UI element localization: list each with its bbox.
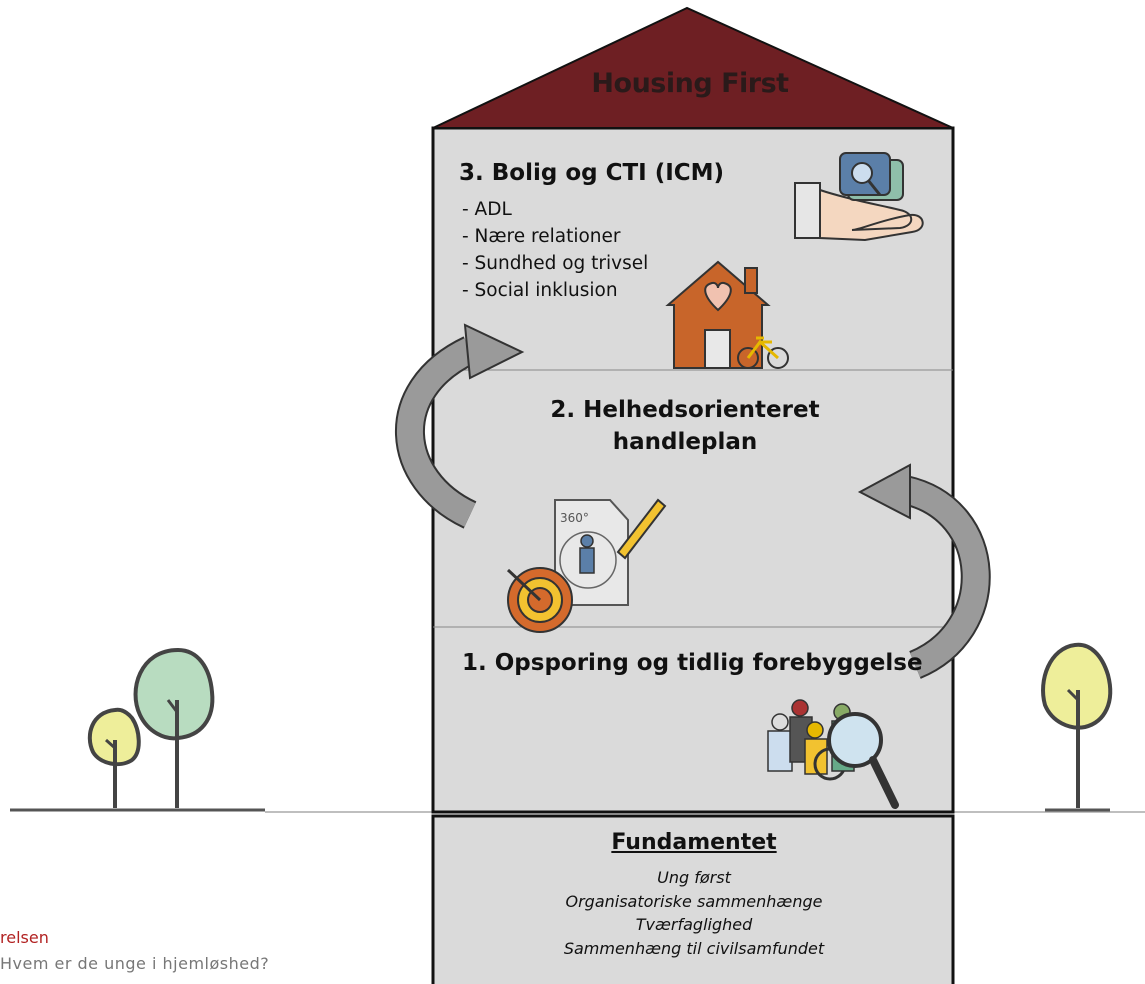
roof [432,6,954,129]
bicycle-icon [737,336,789,369]
footer-subtitle: Hvem er de unge i hjemløshed? [0,954,270,973]
list-item: - ADL [462,199,512,220]
footer-org-text: relsen [0,928,49,947]
roof-title: Housing First [591,68,789,99]
section1-title: 1. Opsporing og tidlig forebyggelse [462,650,923,676]
list-item: Organisatoriske sammenhænge [565,891,823,911]
people-magnifier-icon [767,699,899,809]
section2-title-line1: 2. Helhedsorienteret [550,397,820,423]
arrow-up-left [394,323,525,529]
hand-with-gears-icon [794,152,924,242]
list-item: - Social inklusion [462,280,618,301]
foundation-list: Ung først Organisatoriske sammenhænge Tv… [435,866,953,960]
section2-title-line2: handleplan [612,429,758,455]
section3-list: - ADL - Nære relationer - Sundhed og tri… [462,196,648,304]
tree-icon [87,707,141,808]
foundation-block [431,814,955,984]
list-item: Ung først [657,868,731,887]
section2-title: 2. Helhedsorienteret handleplan [520,394,850,458]
section3-title: 3. Bolig og CTI (ICM) [459,160,725,186]
house-with-heart-icon [665,260,771,369]
list-item: - Sundhed og trivsel [462,253,649,274]
list-item: Sammenhæng til civilsamfundet [563,938,825,958]
arrow-up-right [857,463,991,679]
tree-icon [1041,642,1113,812]
list-item: Tværfaglighed [635,915,753,934]
foundation-title: Fundamentet [611,830,777,855]
tree-icon [133,647,215,808]
target-plan-icon: 360° [506,498,667,633]
list-item: - Nære relationer [462,226,621,247]
icon-360-label: 360° [560,511,589,525]
